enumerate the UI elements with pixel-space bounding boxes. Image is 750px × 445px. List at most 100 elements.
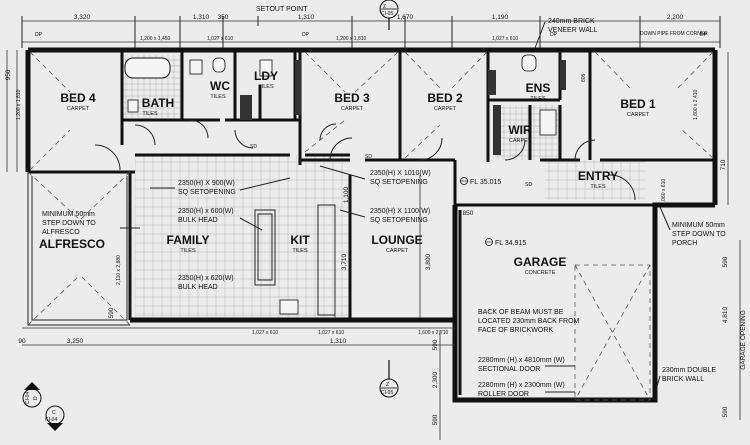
note-bulkhead1-a: 2350(H) x 600(W) — [178, 208, 234, 215]
note-step-alfresco-3: ALFRESCO — [42, 229, 80, 236]
dim-right-1: 805 — [581, 73, 587, 82]
note-step-alfresco-2: STEP DOWN TO — [42, 220, 96, 227]
dim-right-6: 4,810 — [722, 306, 729, 323]
room-ldy-finish: TILES — [258, 84, 274, 90]
dim-top-6: 1,190 — [492, 14, 509, 21]
room-garage-finish: CONCRETE — [525, 270, 556, 276]
floor-level-1: FL 35.015 — [470, 179, 501, 186]
dim-inner-3: 3,800 — [425, 253, 432, 270]
room-lounge: LOUNGE — [371, 233, 422, 247]
dim-bottom-3: 1,027 x 610 — [252, 330, 278, 336]
dim-bottom-8: 2,300 — [432, 371, 439, 388]
floor-level-2: FL 34.915 — [495, 240, 526, 247]
room-bed3-finish: CARPET — [341, 106, 364, 112]
level-markers — [460, 177, 493, 246]
room-bed1-finish: CARPET — [627, 112, 650, 118]
sd-label: SD — [525, 182, 532, 188]
elevation-ref-sheet: CI-04 — [25, 392, 31, 404]
room-wir: WIR — [508, 123, 532, 137]
room-ens-finish: TILES — [530, 96, 546, 102]
left-dimensions: 950 1,200 x 1,810 2,110 x 2,880 — [5, 50, 122, 285]
top-dimensions: 3,320 1,310 350 1,310 1,670 1,190 2,200 … — [21, 6, 721, 48]
note-setopening2-a: 2350(H) X 1010(W) — [370, 170, 431, 177]
dim-right-8: 590 — [722, 406, 729, 417]
dim-top-2: 1,310 — [193, 14, 210, 21]
section-marker-top: Z CI-05 — [379, 0, 399, 30]
room-labels: BED 4 CARPET BATH TILES WC TILES LDY TIL… — [39, 69, 656, 276]
dim-bottom-5: 1,600 x 2,710 — [418, 330, 449, 336]
room-wc: WC — [210, 79, 230, 93]
setout-note: SETOUT POINT — [256, 6, 308, 13]
brick-note-line2: VENEER WALL — [548, 27, 598, 34]
section-ref-letter: Z — [386, 382, 389, 388]
sd-label: SD — [250, 144, 257, 150]
dim-right-4: 2,060 x 610 — [661, 179, 667, 205]
note-setopening1-b: SQ SETOPENING — [178, 189, 236, 196]
note-setopening1-a: 2350(H) X 900(W) — [178, 180, 235, 187]
window-dim-2: 1,027 x 610 — [207, 36, 233, 42]
room-family: FAMILY — [167, 233, 210, 247]
room-bath: BATH — [142, 96, 174, 110]
note-step-porch-2: STEP DOWN TO — [672, 231, 726, 238]
dim-right-2: 1,800 x 2,410 — [693, 89, 699, 120]
elevation-ref-letter: D — [33, 396, 39, 400]
dim-inner-1: 1,100 — [343, 186, 350, 203]
dim-left-1: 950 — [5, 69, 12, 80]
dim-right-5: 590 — [722, 256, 729, 267]
dim-left-3: 2,110 x 2,880 — [116, 255, 122, 285]
dim-right-3: 710 — [720, 159, 727, 170]
note-step-alfresco-1: MINIMUM 50mm — [42, 211, 95, 218]
note-double-brick-2: BRICK WALL — [662, 376, 704, 383]
note-step-porch-3: PORCH — [672, 240, 697, 247]
note-bulkhead2-b: BULK HEAD — [178, 284, 218, 291]
note-bulkhead2-a: 2350(H) x 620(W) — [178, 275, 234, 282]
right-dimensions: 805 1,800 x 2,410 710 2,060 x 610 590 4,… — [581, 52, 747, 420]
note-roller-1: 2280mm (H) x 2300mm (W) — [478, 382, 565, 389]
note-double-brick-1: 230mm DOUBLE — [662, 367, 716, 374]
dim-inner-2: 3,710 — [341, 253, 348, 270]
room-entry-finish: TILES — [590, 184, 606, 190]
room-garage: GARAGE — [514, 255, 567, 269]
note-bulkhead1-b: BULK HEAD — [178, 217, 218, 224]
dim-top-7: 2,200 — [667, 14, 684, 21]
dim-bottom-4: 1,027 x 610 — [318, 330, 344, 336]
dim-right-7: GARAGE OPENING — [740, 310, 747, 370]
room-wir-finish: CARPET — [509, 138, 532, 144]
elevation-ref-sheet: CI-04 — [45, 417, 57, 423]
elevation-markers: CI-04 D C CI-04 — [22, 382, 65, 431]
bath-fixtures — [124, 54, 566, 315]
room-bed2-finish: CARPET — [434, 106, 457, 112]
inner-dimensions: 1,100 3,710 3,800 850 590 — [108, 175, 474, 318]
dim-top-4: 1,310 — [298, 14, 315, 21]
dim-top-3: 350 — [218, 14, 229, 21]
dp-label: DP — [35, 32, 43, 38]
room-family-finish: TILES — [180, 248, 196, 254]
room-bed2: BED 2 — [427, 91, 463, 105]
room-kit: KIT — [290, 233, 310, 247]
note-beam-2: LOCATED 230mm BACK FROM — [478, 318, 580, 325]
dim-top-5: 1,670 — [397, 14, 414, 21]
room-bed4: BED 4 — [60, 91, 96, 105]
dim-bottom-2: 1,310 — [330, 338, 347, 345]
note-roller-2: ROLLER DOOR — [478, 391, 529, 398]
dp-label: DP — [550, 32, 558, 38]
garage-door-marks — [574, 264, 651, 401]
room-alfresco: ALFRESCO — [39, 237, 105, 251]
entry-tiles — [545, 160, 645, 200]
section-ref-sheet: CI-05 — [381, 390, 393, 396]
door-swings — [94, 119, 636, 201]
notes: MINIMUM 50mm STEP DOWN TO ALFRESCO 2350(… — [42, 144, 726, 398]
room-bed1: BED 1 — [620, 97, 656, 111]
section-marker-bottom: Z CI-05 — [379, 360, 399, 398]
dim-bottom-9: 590 — [432, 414, 439, 425]
dp-label: DP — [700, 32, 708, 38]
room-kit-finish: TILES — [292, 248, 308, 254]
leader-lines — [120, 21, 671, 393]
room-bath-finish: TILES — [142, 111, 158, 117]
note-sectional-1: 2280mm (H) x 4810mm (W) — [478, 357, 565, 364]
note-beam-1: BACK OF BEAM MUST BE — [478, 309, 564, 316]
note-beam-3: FACE OF BRICKWORK — [478, 327, 553, 334]
bottom-dimensions: 3,250 1,310 1,027 x 610 1,027 x 610 1,60… — [18, 327, 455, 440]
dim-bottom-6: 90 — [18, 338, 26, 345]
room-bed4-finish: CARPET — [67, 106, 90, 112]
